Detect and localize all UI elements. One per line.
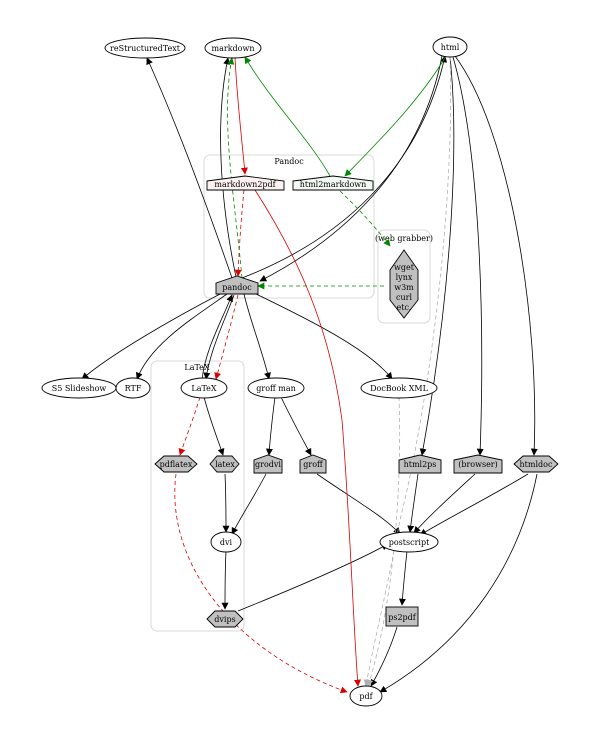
node-html2markdown: html2markdown xyxy=(292,175,374,191)
node-pandoc-label: pandoc xyxy=(222,283,252,292)
node-rtf-label: RTF xyxy=(125,384,142,393)
edge-latex-to-latexcmd xyxy=(203,396,225,456)
node-ps2pdf: ps2pdf xyxy=(385,606,419,627)
node-s5: S5 Slideshow xyxy=(41,377,117,399)
node-dvips-label: dvips xyxy=(214,615,235,624)
edge-postscript-to-ps2pdf xyxy=(398,550,408,606)
edge-html2ps-to-postscript xyxy=(407,473,419,533)
node-grodvi: grodvi xyxy=(253,454,283,474)
edge-groff-to-postscript xyxy=(316,473,401,535)
node-html-label: html xyxy=(441,43,460,52)
node-latex-cmd: latex xyxy=(209,455,240,473)
node-grabber: wget lynx w3m curl etc. xyxy=(389,249,419,319)
edge-pandoc-to-html xyxy=(241,55,448,279)
node-s5-label: S5 Slideshow xyxy=(52,384,107,393)
node-postscript-label: postscript xyxy=(389,538,430,547)
node-pdf-label: pdf xyxy=(359,692,373,701)
edge-latex-to-pandoc xyxy=(201,294,233,381)
node-pdf: pdf xyxy=(349,685,383,707)
nodes: reStructuredText markdown html markdown2… xyxy=(41,36,559,707)
edge-pandoc-to-groffman xyxy=(243,293,271,380)
grabber-cluster: (web grabber) xyxy=(375,229,433,324)
node-postscript: postscript xyxy=(379,531,439,553)
edge-pandoc-to-rtf xyxy=(135,293,228,380)
pandoc-cluster: Pandoc xyxy=(203,154,375,299)
node-pdflatex-label: pdflatex xyxy=(160,460,193,469)
node-html2ps: html2ps xyxy=(398,454,442,474)
edge-markdown2pdf-to-pandoc xyxy=(234,189,245,277)
edge-htmldoc-to-pdf xyxy=(379,473,538,693)
edge-groffman-to-grodvi xyxy=(265,396,276,456)
node-grabber-tool-5: etc. xyxy=(397,303,412,312)
node-rst-label: reStructuredText xyxy=(110,44,181,53)
edge-grodvi-to-dvi xyxy=(231,473,267,535)
node-grabber-tool-4: curl xyxy=(396,293,412,302)
edge-html-to-htmldoc xyxy=(454,55,538,456)
edge-pandoc-to-latex xyxy=(203,294,235,380)
edge-html-to-browser xyxy=(452,56,484,456)
node-groff: groff xyxy=(299,454,327,474)
pandoc-cluster-label: Pandoc xyxy=(274,157,304,166)
node-markdown2pdf: markdown2pdf xyxy=(206,175,285,191)
node-rtf: RTF xyxy=(115,377,151,399)
node-grabber-tool-3: w3m xyxy=(394,283,414,292)
node-dvi: dvi xyxy=(210,531,242,553)
node-dvi-label: dvi xyxy=(220,538,233,547)
edge-pandoc-to-markdown xyxy=(220,57,237,278)
node-latex: LaTeX xyxy=(180,377,228,399)
edge-htmldoc-to-postscript xyxy=(419,473,529,536)
node-grodvi-label: grodvi xyxy=(255,460,281,469)
node-latex-label: LaTeX xyxy=(191,384,217,393)
edge-dvi-to-dvips xyxy=(221,550,229,610)
edge-html-to-pdf-gray xyxy=(363,56,452,687)
node-markdown-label: markdown xyxy=(212,44,255,53)
node-browser-label: (browser) xyxy=(458,460,498,469)
edge-ps2pdf-to-pdf xyxy=(370,626,398,687)
node-rst: reStructuredText xyxy=(104,37,186,59)
edge-markdown-to-markdown2pdf xyxy=(234,56,248,175)
edge-groffman-to-groff xyxy=(280,396,312,456)
edge-pdflatex-to-pdf xyxy=(174,473,348,694)
node-docbook: DocBook XML xyxy=(360,377,438,399)
node-html2markdown-label: html2markdown xyxy=(300,180,367,189)
node-dvips: dvips xyxy=(206,610,244,628)
node-markdown2pdf-label: markdown2pdf xyxy=(214,180,276,189)
edge-dvips-to-postscript xyxy=(237,543,389,612)
node-grabber-tool-1: wget xyxy=(394,263,415,272)
node-pdflatex: pdflatex xyxy=(154,455,198,473)
edge-pandoc-to-docbook xyxy=(253,292,393,380)
edge-pandoc-to-s5 xyxy=(81,292,223,380)
latex-cluster-label: LaTeX xyxy=(184,363,210,372)
node-html2ps-label: html2ps xyxy=(404,460,437,469)
node-ps2pdf-label: ps2pdf xyxy=(388,613,417,622)
edge-markdown2pdf-to-pdf xyxy=(254,189,362,687)
edge-html-to-pandoc xyxy=(259,55,443,282)
edge-html2markdown-to-grabber xyxy=(339,190,391,247)
edge-html2markdown-to-markdown xyxy=(244,56,331,177)
node-latex-cmd-label: latex xyxy=(215,460,235,469)
node-pandoc: pandoc xyxy=(215,275,259,295)
grabber-cluster-label: (web grabber) xyxy=(375,234,433,243)
edge-latex-to-pdflatex xyxy=(178,396,201,456)
node-browser: (browser) xyxy=(453,454,503,474)
node-groffman: groff man xyxy=(247,377,305,399)
node-htmldoc: htmldoc xyxy=(513,455,559,473)
edge-latexcmd-to-dvi xyxy=(222,473,230,533)
edge-html-to-html2ps xyxy=(419,56,455,456)
node-docbook-label: DocBook XML xyxy=(370,384,429,393)
node-markdown: markdown xyxy=(204,37,262,59)
edges xyxy=(81,55,538,694)
node-groff-label: groff xyxy=(303,460,324,469)
edge-html-to-html2markdown xyxy=(344,55,447,177)
edge-pandoc-to-rst xyxy=(146,57,233,279)
node-htmldoc-label: htmldoc xyxy=(520,460,553,469)
edge-pandoc-to-markdown-green xyxy=(227,57,243,279)
node-grabber-tool-2: lynx xyxy=(396,273,413,282)
node-groffman-label: groff man xyxy=(256,384,296,393)
node-html: html xyxy=(432,36,468,58)
latex-cluster: LaTeX xyxy=(150,360,245,632)
edge-browser-to-postscript xyxy=(413,473,476,534)
edge-pandoc-to-latex-red xyxy=(214,294,239,380)
